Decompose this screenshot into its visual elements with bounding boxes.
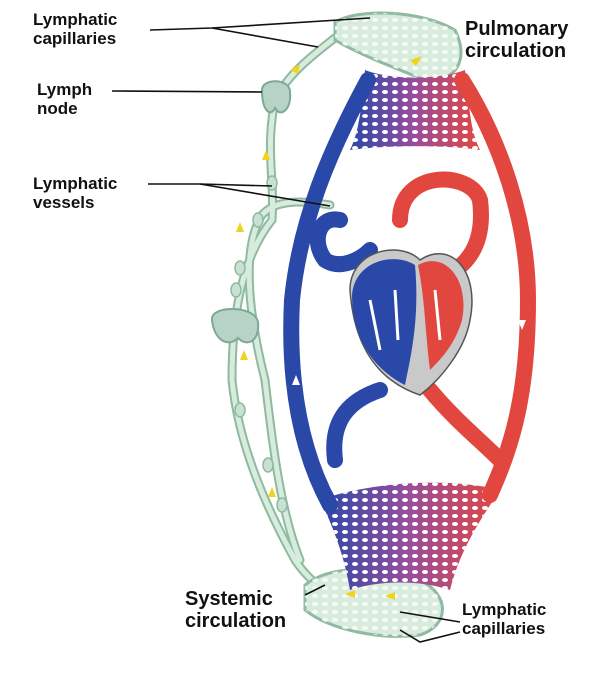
label-lymphatic-vessels: Lymphatic vessels — [33, 174, 117, 212]
label-systemic-circulation: Systemic circulation — [185, 588, 286, 633]
label-line: capillaries — [33, 29, 117, 49]
deoxygenated-vessels — [283, 72, 388, 513]
label-line: Lymphatic — [33, 10, 118, 29]
oxygenated-vessels — [392, 72, 537, 503]
label-line: Pulmonary — [465, 18, 569, 40]
label-line: Lymph — [37, 80, 93, 99]
label-lymphatic-capillaries-bottom: Lymphatic capillaries — [462, 600, 546, 638]
label-line: vessels — [33, 193, 95, 213]
leader-lines — [111, 17, 461, 643]
label-line: Lymphatic — [33, 174, 118, 193]
label-line: Systemic — [185, 588, 273, 610]
heart-icon — [349, 249, 473, 396]
label-line: capillaries — [462, 619, 546, 639]
label-line: Lymphatic — [462, 600, 547, 619]
lymph-node-icon — [211, 80, 292, 344]
flow-arrow-icon — [236, 56, 422, 600]
label-line: node — [37, 99, 78, 119]
label-line: circulation — [185, 610, 287, 633]
lymphatic-capillaries-top — [333, 11, 463, 84]
label-pulmonary-circulation: Pulmonary circulation — [465, 18, 568, 63]
label-line: circulation — [465, 40, 567, 63]
lymphatic-capillaries-bottom — [303, 567, 444, 638]
label-lymphatic-capillaries-top: Lymphatic capillaries — [33, 10, 117, 48]
label-lymph-node: Lymph node — [37, 80, 92, 118]
